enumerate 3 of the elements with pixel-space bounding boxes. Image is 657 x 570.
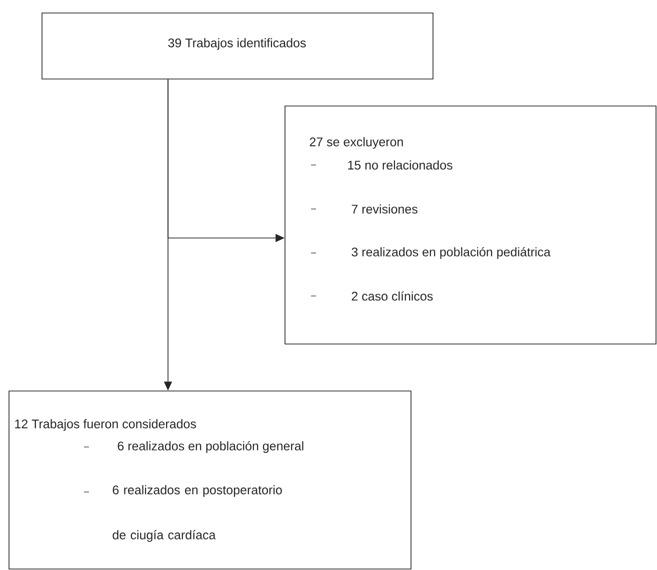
text-box: 39 Trabajos identificados [42, 12, 434, 80]
text-box: 12 Trabajos fueron considerados 6 realizados en población general 6 realizados en postoperatorio de ciugía cardíaca [8, 390, 412, 570]
text-box: 27 se excluyeron 15 no relacionados 7 revisiones 3 realizados en población pediátrica 2 caso clínicos [284, 106, 656, 344]
